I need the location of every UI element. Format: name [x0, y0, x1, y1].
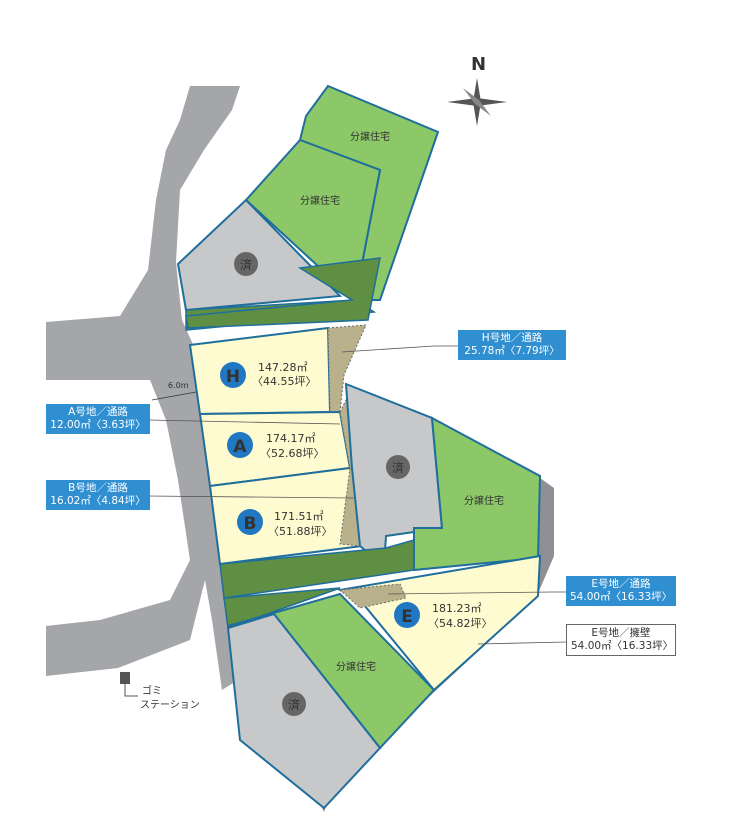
callout-h-road-area: 25.78㎡〈7.79坪〉 — [464, 345, 560, 357]
access-path-north-2 — [185, 257, 381, 329]
callout-a-road: A号地／通路 12.00㎡〈3.63坪〉 — [46, 404, 150, 434]
callout-h-road: H号地／通路 25.78㎡〈7.79坪〉 — [458, 330, 566, 360]
callout-h-road-title: H号地／通路 — [481, 332, 543, 344]
callout-b-road-area: 16.02㎡〈4.84坪〉 — [50, 495, 146, 507]
lot-e-badge: E — [394, 602, 420, 628]
callout-e-wall-title: E号地／擁壁 — [591, 627, 651, 639]
lot-h-area-tsubo: 〈44.55坪〉 — [252, 375, 317, 388]
sold-badge-mid: 済 — [386, 455, 410, 479]
svg-text:済: 済 — [240, 257, 252, 272]
sold-badge-nw: 済 — [234, 252, 258, 276]
svg-text:E: E — [401, 607, 413, 627]
housing-label-nw-mid: 分譲住宅 — [300, 194, 340, 207]
lot-a-area-m2: 174.17㎡ — [266, 432, 316, 445]
callout-e-road-title: E号地／通路 — [591, 578, 651, 590]
lot-e-area-tsubo: 〈54.82坪〉 — [428, 617, 493, 630]
road-width-line — [151, 391, 197, 401]
svg-text:B: B — [244, 514, 257, 534]
callout-b-road-title: B号地／通路 — [68, 482, 128, 494]
housing-label-south: 分譲住宅 — [336, 660, 376, 673]
lot-e-road — [338, 583, 407, 609]
callout-b-road: B号地／通路 16.02㎡〈4.84坪〉 — [46, 480, 150, 510]
callout-a-road-title: A号地／通路 — [68, 406, 128, 418]
svg-text:H: H — [226, 367, 240, 387]
lot-b-area-tsubo: 〈51.88坪〉 — [268, 525, 333, 538]
lot-a-area-tsubo: 〈52.68坪〉 — [260, 447, 325, 460]
housing-label-east: 分譲住宅 — [464, 494, 504, 507]
lot-e-area-m2: 181.23㎡ — [432, 602, 482, 615]
lot-a-badge: A — [227, 432, 253, 458]
callout-e-road: E号地／通路 54.00㎡〈16.33坪〉 — [566, 576, 676, 606]
svg-text:済: 済 — [288, 697, 300, 712]
garbage-label-2: ステーション — [140, 700, 200, 711]
access-path-south — [219, 539, 415, 599]
svg-text:A: A — [233, 437, 247, 457]
road-network — [46, 86, 240, 690]
sold-badge-sw: 済 — [282, 692, 306, 716]
lot-h-badge: H — [220, 362, 246, 388]
sold-plot-sw — [226, 612, 382, 810]
road-width-label: 6.0m — [168, 381, 189, 390]
lot-b-badge: B — [237, 509, 263, 535]
callout-leaders — [147, 345, 567, 645]
housing-label-nw-top: 分譲住宅 — [350, 130, 390, 143]
garbage-station-leader — [124, 684, 138, 697]
lot-h-area-m2: 147.28㎡ — [258, 361, 308, 374]
svg-text:済: 済 — [392, 460, 404, 475]
callout-e-road-area: 54.00㎡〈16.33坪〉 — [570, 591, 673, 603]
lot-b-area-m2: 171.51㎡ — [274, 510, 324, 523]
north-compass-icon: N — [447, 54, 507, 126]
callout-e-wall: E号地／擁壁 54.00㎡〈16.33坪〉 — [566, 624, 676, 656]
compass-label: N — [471, 54, 486, 75]
callout-a-road-area: 12.00㎡〈3.63坪〉 — [50, 419, 146, 431]
callout-e-wall-area: 54.00㎡〈16.33坪〉 — [571, 640, 674, 652]
garbage-label-1: ゴミ — [142, 684, 162, 697]
main-road — [46, 86, 240, 690]
lot-h-road — [327, 324, 367, 413]
garbage-station-icon — [120, 672, 130, 684]
